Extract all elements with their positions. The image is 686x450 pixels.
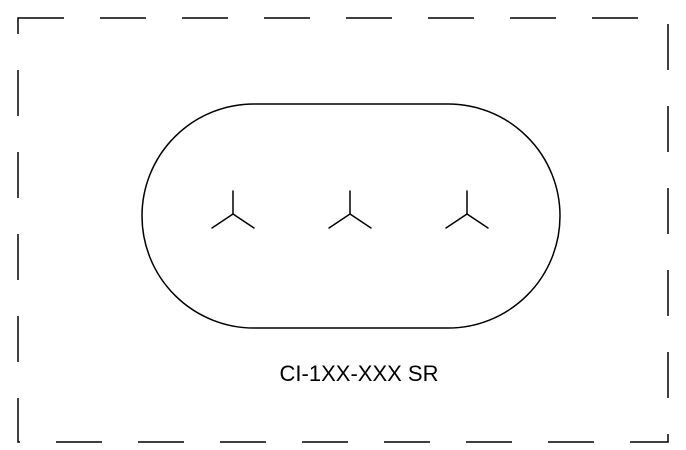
pill-outline (141, 103, 561, 329)
part-number-label: CI-1XX-XXX SR (280, 361, 439, 386)
dashed-boundary-frame (17, 17, 669, 443)
y-symbol-icon-1 (211, 190, 255, 229)
y-symbol-icon-3 (445, 190, 489, 229)
y-symbol-icon-2 (328, 190, 372, 229)
